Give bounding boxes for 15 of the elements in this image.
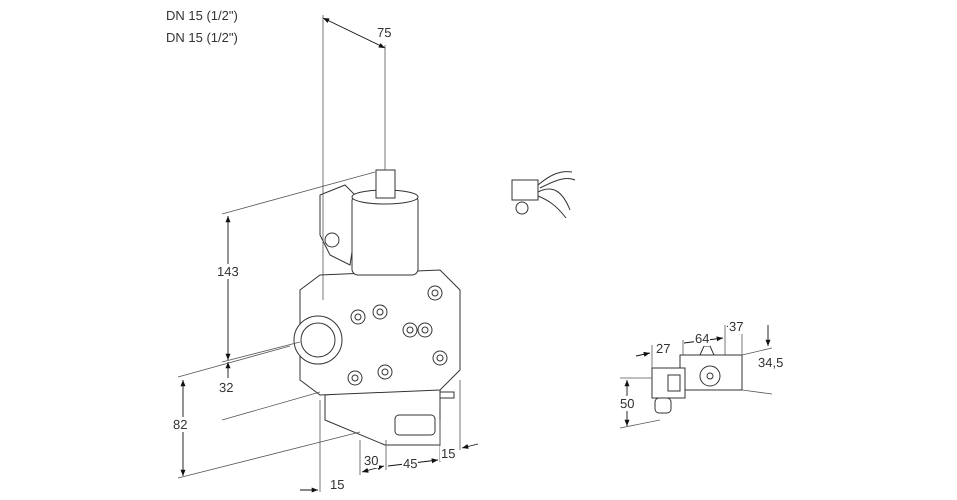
dimension-value: 15 [440, 446, 456, 461]
dimension-value: 64 [694, 331, 710, 346]
dimension-value: 75 [376, 25, 392, 40]
dimension-value: 45 [402, 456, 418, 471]
dimension-value: 143 [216, 264, 240, 279]
dimension-value: 15 [329, 477, 346, 492]
size-label: DN 15 (1/2") [165, 30, 239, 45]
dimension-value: 50 [619, 396, 636, 411]
dimension-value: 37 [728, 319, 744, 334]
dimension-value: 30 [363, 453, 380, 468]
size-label: DN 15 (1/2") [165, 8, 239, 23]
dimension-value: 34,5 [757, 355, 784, 370]
dimension-value: 82 [172, 417, 188, 432]
dimension-value: 27 [655, 341, 672, 356]
dimension-value: 32 [218, 380, 234, 395]
